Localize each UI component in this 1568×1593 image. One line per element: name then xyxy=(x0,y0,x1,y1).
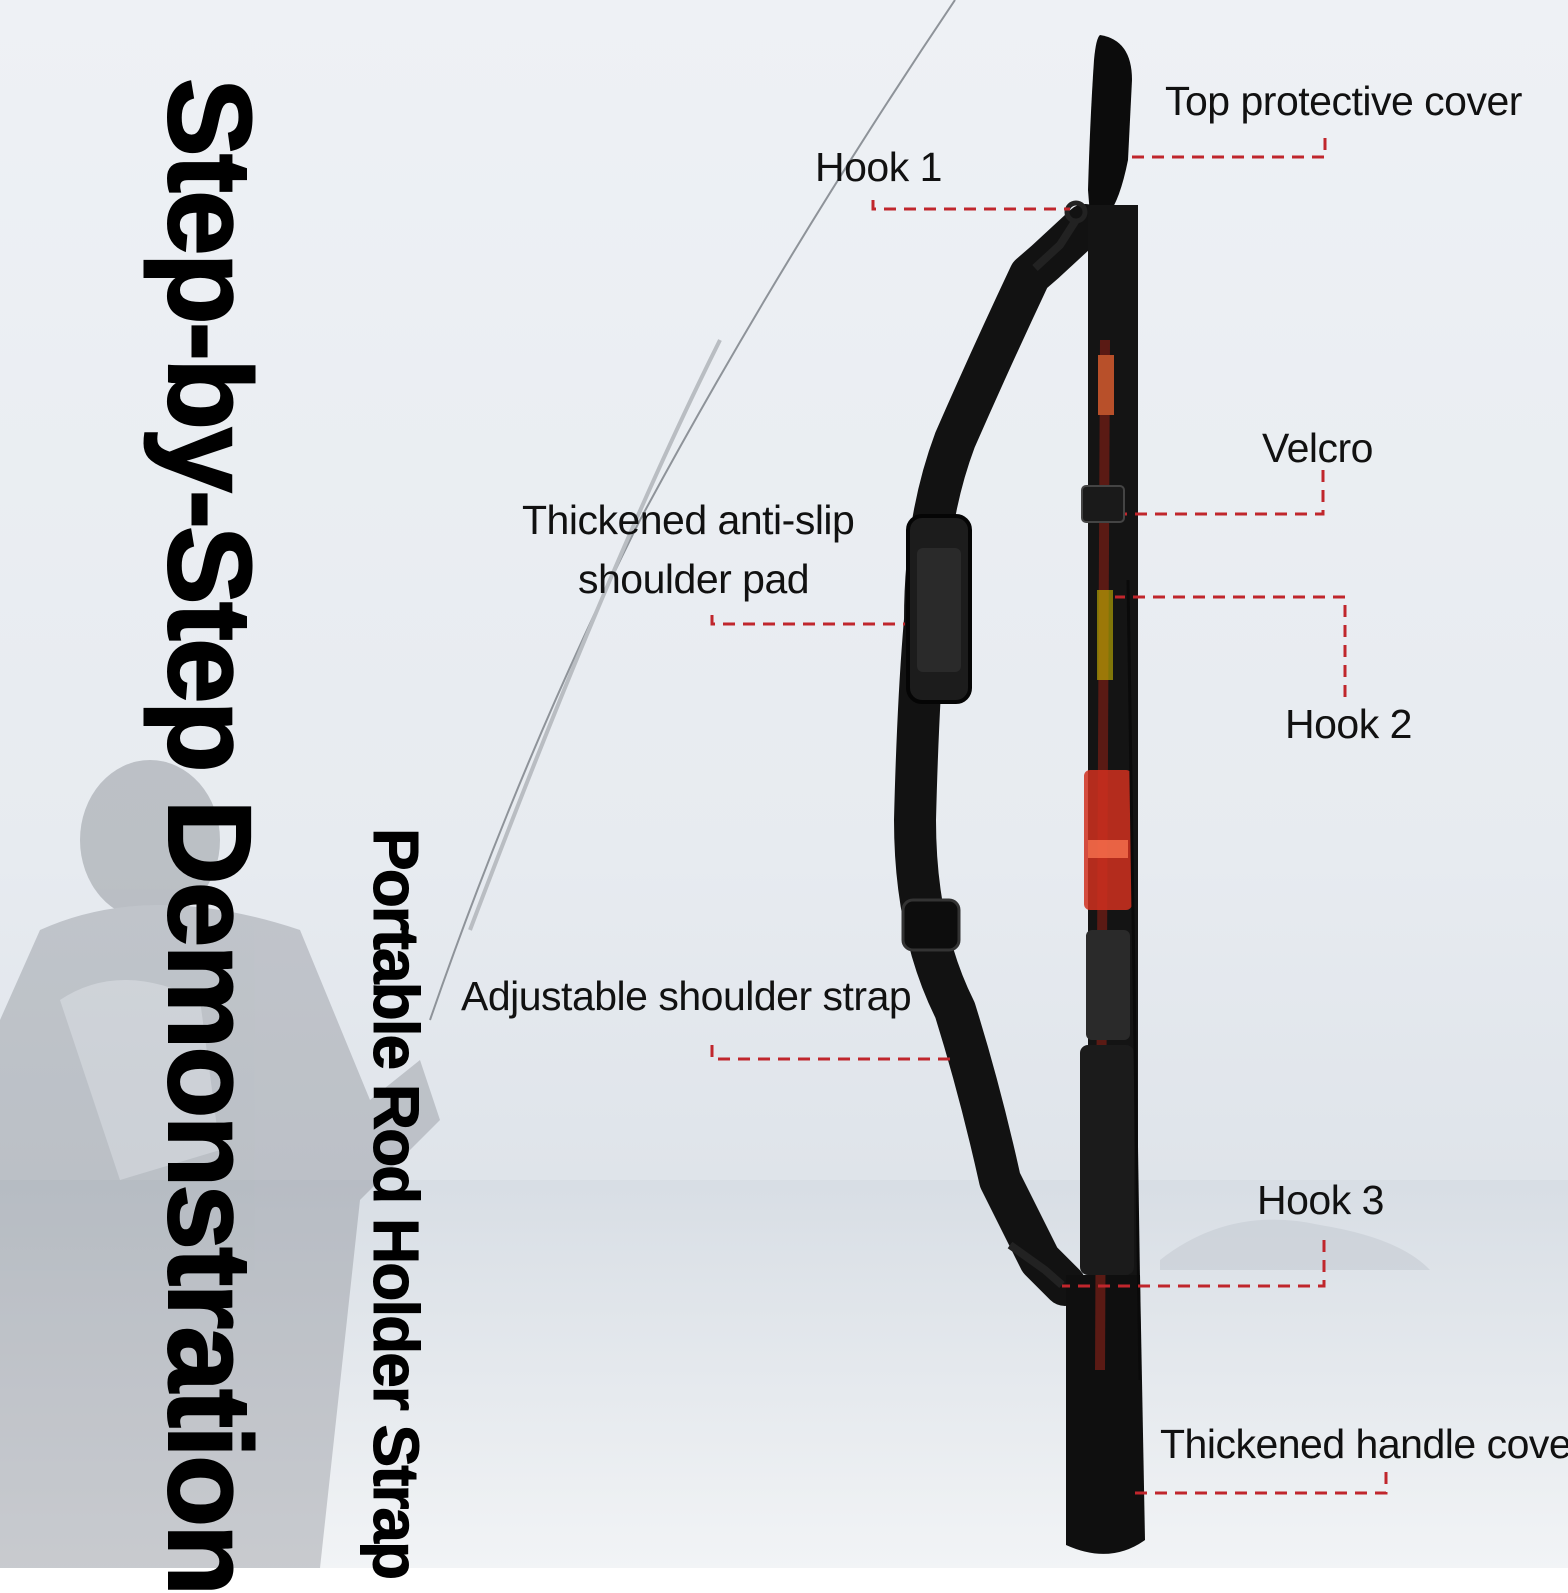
angler-silhouette xyxy=(0,760,440,1568)
callout-velcro: Velcro xyxy=(1262,425,1373,471)
leader-handle-cover xyxy=(1128,1472,1388,1495)
leader-hook-2 xyxy=(1115,595,1347,697)
rod-label-band xyxy=(1097,590,1113,680)
velcro-band xyxy=(1081,485,1125,523)
top-protective-cover xyxy=(1088,35,1132,215)
handle-base xyxy=(1080,1045,1134,1275)
leader-lines xyxy=(710,138,1388,1495)
distant-hill xyxy=(1160,1219,1430,1270)
rod-line-guide xyxy=(1126,579,1142,1381)
callout-hook-2: Hook 2 xyxy=(1285,701,1412,747)
callout-handle-cover: Thickened handle cover xyxy=(1160,1421,1568,1467)
leader-top-cover xyxy=(1125,138,1327,159)
strap-buckle xyxy=(901,898,961,952)
shoulder-pad-inset xyxy=(917,548,961,672)
callout-shoulder-pad-line2: shoulder pad xyxy=(578,556,810,602)
page-subtitle: Portable Rod Holder Strap xyxy=(360,828,433,1579)
leader-velcro xyxy=(1125,470,1325,516)
handle-cover xyxy=(1066,1275,1145,1554)
callout-shoulder-pad-line1: Thickened anti-slip xyxy=(522,497,855,543)
callout-hook-1: Hook 1 xyxy=(815,144,942,190)
page-title: Step-by-Step Demonstration xyxy=(142,77,276,1593)
callout-strap: Adjustable shoulder strap xyxy=(461,973,912,1019)
hook-1-swivel xyxy=(1032,217,1080,271)
callout-top-cover: Top protective cover xyxy=(1165,78,1522,124)
leader-shoulder-pad xyxy=(710,615,905,626)
leader-strap xyxy=(710,1045,955,1061)
rod-grip xyxy=(1086,930,1130,1040)
shoulder-strap xyxy=(894,204,1106,1306)
reel-seat-band xyxy=(1088,840,1128,858)
rod-tip xyxy=(468,339,722,931)
leader-hook-1 xyxy=(871,200,1070,211)
leader-hook-3 xyxy=(1062,1240,1326,1288)
hook-3-swivel xyxy=(1007,1241,1065,1288)
rod-guide xyxy=(1098,355,1114,415)
fishing-line xyxy=(429,0,956,1021)
callout-hook-3: Hook 3 xyxy=(1257,1177,1384,1223)
